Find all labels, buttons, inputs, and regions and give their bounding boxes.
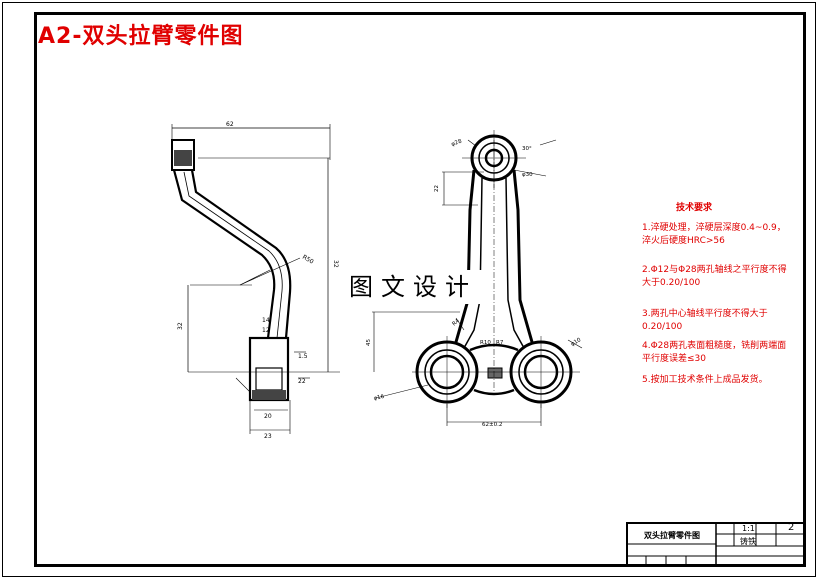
dim-base: 23	[264, 433, 272, 440]
front-view	[372, 130, 583, 426]
watermark-text: 图文设计	[333, 270, 493, 304]
dim-diam-top2: φ30	[522, 172, 533, 178]
front-arm-right-outer	[512, 169, 534, 343]
dim-side-small: 22	[298, 378, 306, 385]
dim-small-a: 14	[262, 317, 270, 324]
dim-right-lower: 45	[366, 339, 372, 346]
side-boss-bore	[255, 367, 283, 391]
side-arm-outer	[172, 169, 276, 339]
drawing-frame	[34, 12, 806, 567]
side-arm-inner	[190, 169, 292, 339]
tech-req-item-5: 5.按加工技术条件上成品发货。	[642, 375, 768, 385]
side-arm-center	[183, 171, 283, 339]
dim-small-b: 12	[262, 327, 270, 334]
title-block-grid	[626, 522, 806, 567]
side-view	[171, 124, 340, 434]
dim-span: 62±0.2	[482, 422, 502, 428]
dim-tiny: 1.5	[298, 353, 308, 360]
dim-width: 20	[264, 413, 272, 420]
dim-left-lower: 32	[177, 322, 184, 330]
side-boss-hatch	[252, 390, 286, 400]
front-arm-right-inner	[505, 177, 525, 349]
side-top-hatch	[174, 150, 192, 166]
side-top-block	[171, 139, 195, 171]
title-block: 双头拉臂零件图 1:1 铸铁 2	[626, 522, 806, 567]
tech-req-heading: 技术要求	[676, 203, 713, 213]
drawing-title: A2-双头拉臂零件图	[38, 24, 244, 49]
title-block-sheet: 2	[788, 522, 795, 533]
front-arm-left-outer	[454, 169, 476, 343]
dim-diam-top: φ28	[451, 138, 464, 147]
tech-req-item-3: 3.两孔中心轴线平行度不得大于0.20/100	[642, 309, 768, 332]
tech-req-item-1: 1.淬硬处理，淬硬层深度0.4~0.9，淬火后硬度HRC>56	[642, 223, 786, 246]
dim-r10: R10	[480, 340, 491, 346]
title-block-part-name: 双头拉臂零件图	[644, 531, 700, 540]
dim-r4: R4	[451, 318, 461, 328]
dim-diam-d: φ10	[570, 337, 583, 348]
dim-diam-bottom: φ16	[373, 394, 385, 402]
tech-req-item-2: 2.Φ12与Φ28两孔轴线之平行度不得大于0.20/100	[642, 265, 787, 288]
dim-chamfer: 30°	[522, 146, 532, 152]
front-bridge-section	[487, 367, 503, 379]
title-block-material: 铸铁	[740, 537, 756, 546]
front-arm-left-inner	[463, 177, 483, 349]
title-block-scale: 1:1	[742, 524, 755, 533]
dim-top-width: 62	[226, 121, 234, 128]
tech-req-item-4: 4.Φ28两孔表面粗糙度，铣削两端面平行度误差≤30	[642, 341, 787, 364]
dim-r-label: R50	[301, 254, 315, 266]
dim-r7: R7	[496, 340, 504, 346]
dim-right-offset: 22	[434, 185, 440, 192]
dim-height-main: 32	[332, 260, 339, 268]
